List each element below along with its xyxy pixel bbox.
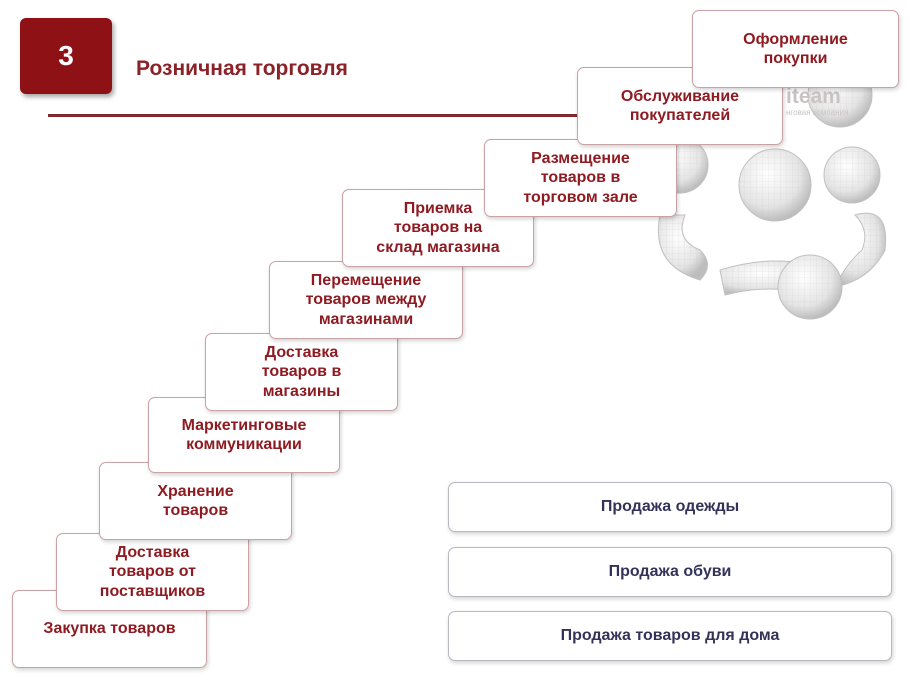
step-store-delivery: Доставка товаров в магазины (205, 333, 398, 411)
step-label: Приемка товаров на склад магазина (376, 200, 500, 256)
step-placement: Размещение товаров в торговом зале (484, 139, 677, 217)
step-label: Доставка товаров от поставщиков (99, 544, 206, 600)
step-storage: Хранение товаров (99, 462, 292, 540)
molecule-arm-1 (657, 214, 708, 281)
step-checkout: Оформление покупки (692, 10, 899, 88)
sale-label: Продажа одежды (600, 498, 740, 515)
logo-text: iteam (786, 85, 841, 108)
section-number: 3 (58, 40, 74, 71)
sale-label: Продажа товаров для дома (560, 627, 780, 644)
logo-subtitle: нговая компания (786, 108, 849, 117)
step-purchase: Закупка товаров (12, 590, 207, 668)
title-divider (48, 114, 638, 117)
step-label: Перемещение товаров между магазинами (305, 272, 427, 328)
section-number-badge: 3 (20, 18, 112, 94)
step-label: Обслуживание покупателей (620, 87, 740, 124)
step-label: Доставка товаров в магазины (261, 344, 342, 400)
sale-home-goods: Продажа товаров для дома (448, 611, 892, 661)
step-label: Маркетинговые коммуникации (181, 416, 307, 453)
molecule-sphere-right (823, 146, 881, 204)
sale-label: Продажа обуви (608, 563, 732, 580)
step-label: Закупка товаров (43, 620, 176, 638)
step-label: Хранение товаров (157, 482, 234, 519)
sale-clothing: Продажа одежды (448, 482, 892, 532)
molecule-sphere-center (738, 148, 812, 222)
sale-shoes: Продажа обуви (448, 547, 892, 597)
step-label: Оформление покупки (743, 30, 848, 67)
step-supplier-delivery: Доставка товаров от поставщиков (56, 533, 249, 611)
page-title: Розничная торговля (136, 57, 348, 80)
molecule-sphere-bottom (777, 254, 843, 320)
step-label: Размещение товаров в торговом зале (523, 150, 638, 206)
step-transfer: Перемещение товаров между магазинами (269, 261, 463, 339)
molecule-arm-3 (834, 212, 887, 288)
